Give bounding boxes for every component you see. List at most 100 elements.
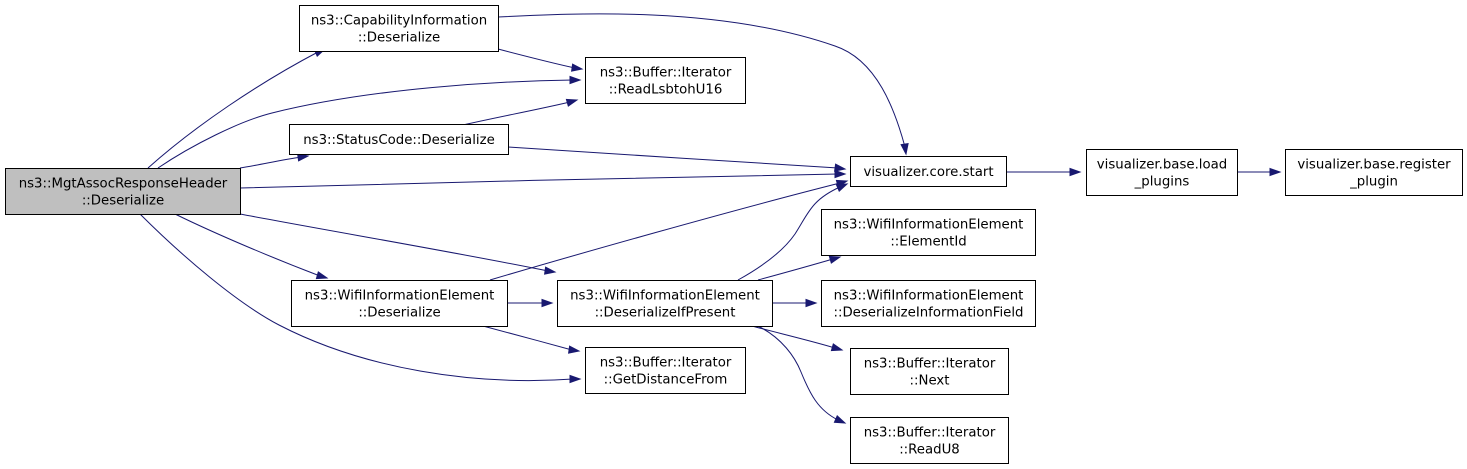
edge-n9-n10 — [772, 298, 818, 308]
node-label-line: ::GetDistanceFrom — [604, 373, 728, 388]
edge-line — [737, 186, 841, 281]
node-label-line: ns3::WifiInformationElement — [834, 289, 1024, 304]
node-label-line: ns3::Buffer::Iterator — [864, 426, 996, 441]
arrowhead-icon — [834, 163, 847, 172]
arrowhead-icon — [541, 298, 554, 308]
node-label-line: ns3::Buffer::Iterator — [864, 357, 996, 372]
edge-line — [497, 48, 576, 69]
node-label-line: ::Next — [910, 374, 950, 389]
node-n2[interactable]: ns3::Buffer::Iterator::ReadLsbtohU16 — [585, 57, 746, 104]
arrowhead-icon — [1269, 167, 1282, 177]
edge-n0-n3 — [239, 153, 310, 169]
node-box — [585, 347, 746, 394]
node-label-line: ::Deserialize — [358, 31, 440, 46]
edge-n5-n6 — [1236, 167, 1282, 177]
node-box — [850, 417, 1009, 464]
node-box — [5, 168, 241, 215]
node-box — [557, 280, 773, 327]
node-box — [289, 124, 509, 155]
node-label-line: ns3::MgtAssocResponseHeader — [19, 177, 228, 192]
edge-n3-n4 — [507, 146, 847, 172]
edge-n0-n11 — [139, 213, 582, 384]
arrowhead-icon — [834, 169, 847, 179]
edge-line — [147, 51, 319, 169]
edge-line — [497, 13, 906, 148]
node-n9[interactable]: ns3::WifiInformationElement::Deserialize… — [557, 280, 773, 327]
node-n0: ns3::MgtAssocResponseHeader::Deserialize — [5, 168, 241, 215]
node-label-line: _plugin — [1349, 175, 1398, 190]
arrowhead-icon — [805, 298, 818, 308]
node-n3[interactable]: ns3::StatusCode::Deserialize — [289, 124, 509, 155]
edge-line — [489, 182, 841, 281]
edge-line — [139, 213, 574, 381]
node-label-line: ::ReadLsbtohU16 — [609, 83, 723, 98]
arrowhead-icon — [571, 63, 584, 72]
arrowhead-icon — [544, 266, 557, 275]
node-label-line: ns3::CapabilityInformation — [311, 14, 487, 29]
node-n5[interactable]: visualizer.base.load_plugins — [1086, 149, 1238, 196]
node-label-line: ::ElementId — [890, 235, 966, 250]
node-n6[interactable]: visualizer.base.register _plugin — [1285, 149, 1463, 196]
arrowhead-icon — [315, 271, 329, 280]
edge-line — [174, 213, 321, 277]
edge-n0-n4 — [239, 169, 847, 189]
arrowhead-icon — [565, 98, 579, 107]
node-label-line: visualizer.base.load — [1097, 158, 1227, 173]
node-box — [1285, 149, 1463, 196]
edge-n9-n7 — [757, 255, 842, 281]
edge-n4-n5 — [1005, 167, 1082, 177]
edge-n1-n4 — [497, 13, 909, 156]
node-label-line: ::DeserializeInformationField — [833, 306, 1023, 321]
edge-line — [757, 325, 839, 421]
node-n10[interactable]: ns3::WifiInformationElement::Deserialize… — [821, 280, 1036, 327]
edge-line — [239, 173, 839, 189]
node-box — [299, 5, 499, 52]
edge-n3-n2 — [462, 98, 579, 126]
edge-n9-n4 — [737, 183, 849, 281]
edges-layer — [139, 13, 1282, 424]
node-n7[interactable]: ns3::WifiInformationElement::ElementId — [821, 209, 1036, 256]
edge-n8-n11 — [482, 325, 581, 354]
node-box — [821, 280, 1036, 327]
node-label-line: ns3::WifiInformationElement — [305, 289, 495, 304]
node-n11[interactable]: ns3::Buffer::Iterator::GetDistanceFrom — [585, 347, 746, 394]
node-n13[interactable]: ns3::Buffer::Iterator::ReadU8 — [850, 417, 1009, 464]
edge-n9-n12 — [751, 325, 844, 352]
edge-line — [239, 156, 302, 169]
edge-line — [239, 213, 549, 272]
node-label-line: ::Deserialize — [358, 306, 440, 321]
node-label-line: ns3::Buffer::Iterator — [600, 66, 732, 81]
edge-line — [482, 325, 573, 351]
node-label-line: ::Deserialize — [82, 194, 164, 209]
arrowhead-icon — [569, 374, 582, 384]
node-n12[interactable]: ns3::Buffer::Iterator::Next — [850, 348, 1009, 395]
node-label-line: ns3::WifiInformationElement — [570, 289, 760, 304]
arrowhead-icon — [830, 343, 844, 352]
edge-n0-n2 — [157, 75, 582, 169]
node-n4[interactable]: visualizer.core.start — [850, 156, 1007, 187]
node-box — [850, 156, 1007, 187]
node-label-line: visualizer.core.start — [863, 165, 993, 180]
node-n1[interactable]: ns3::CapabilityInformation::Deserialize — [299, 5, 499, 52]
edge-n1-n2 — [497, 48, 584, 72]
node-box — [1086, 149, 1238, 196]
node-label-line: ns3::Buffer::Iterator — [600, 356, 732, 371]
arrowhead-icon — [835, 183, 849, 193]
arrowhead-icon — [833, 414, 847, 424]
arrowhead-icon — [828, 255, 842, 264]
edge-n0-n9 — [239, 213, 557, 275]
edge-n8-n4 — [489, 179, 849, 281]
edge-line — [157, 79, 574, 169]
node-box — [821, 209, 1036, 256]
node-label-line: ::ReadU8 — [899, 443, 960, 458]
node-n8[interactable]: ns3::WifiInformationElement::Deserialize — [291, 280, 508, 327]
edge-n8-n9 — [507, 298, 554, 308]
node-label-line: visualizer.base.register — [1297, 158, 1451, 173]
edge-n9-n13 — [757, 325, 847, 424]
node-box — [850, 348, 1009, 395]
arrowhead-icon — [1069, 167, 1082, 177]
node-box — [291, 280, 508, 327]
edge-line — [507, 146, 839, 169]
node-label-line: ::DeserializeIfPresent — [595, 306, 736, 321]
